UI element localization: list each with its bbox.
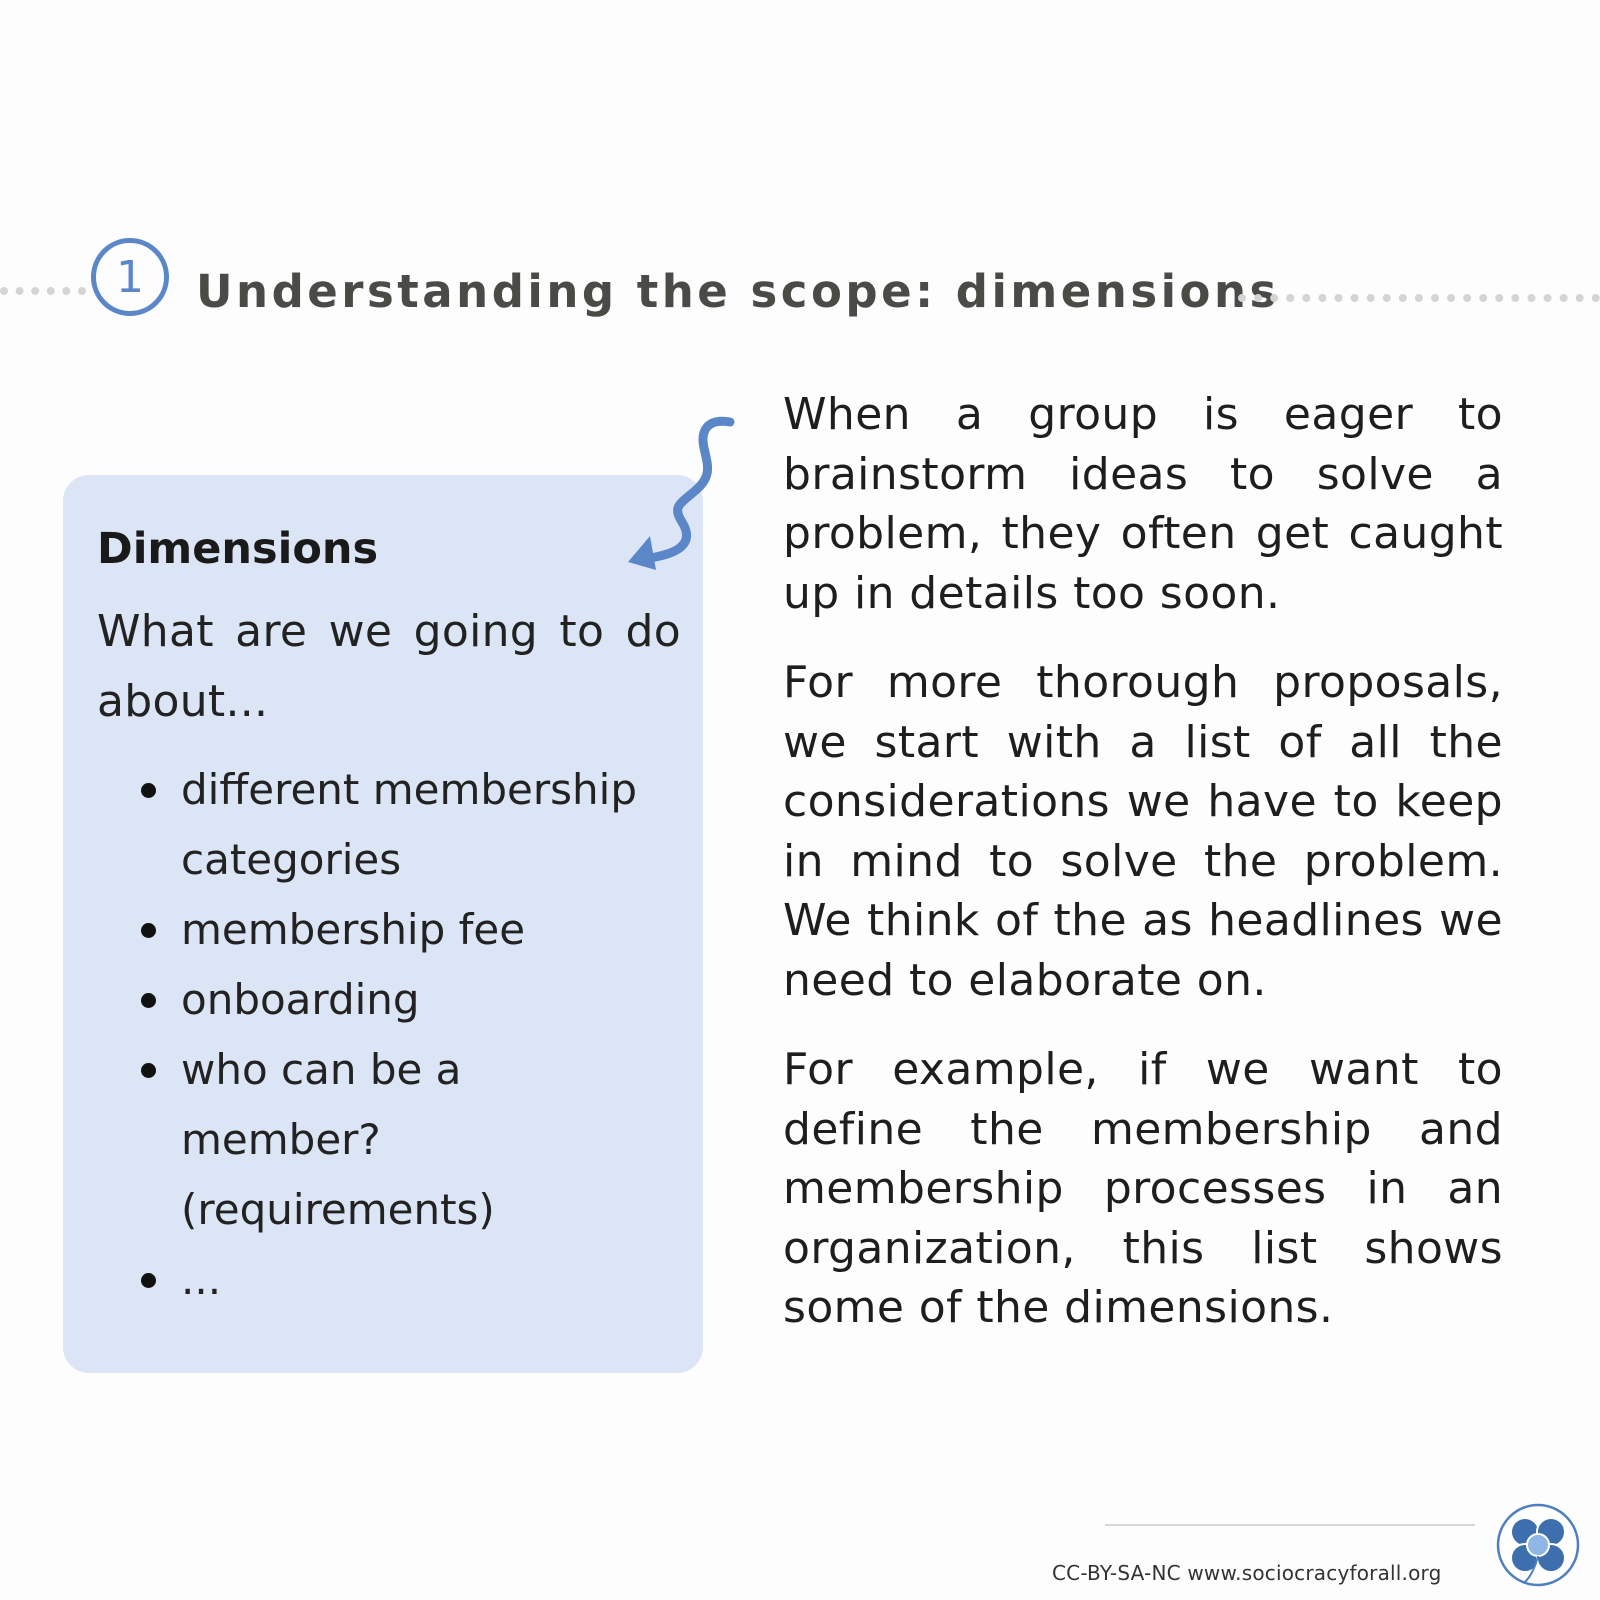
paragraph: For example, if we want to define the me…: [783, 1044, 1503, 1333]
bullet-icon: [141, 783, 156, 798]
list-item: membership fee: [97, 895, 681, 965]
squiggle-arrow-icon: [628, 416, 735, 570]
dotted-line-right: [1238, 294, 1600, 302]
bullet-icon: [141, 993, 156, 1008]
list-item-text: different membership categories: [181, 765, 637, 884]
list-item-text: onboarding: [181, 975, 420, 1024]
sociocracy-for-all-logo: [1496, 1503, 1580, 1587]
paragraph: For more thorough proposals, we start wi…: [783, 657, 1503, 1006]
step-number-badge: 1: [91, 238, 169, 316]
dotted-line-left: [0, 287, 86, 295]
list-item: onboarding: [97, 965, 681, 1035]
bullet-icon: [141, 1063, 156, 1078]
page-title: Understanding the scope: dimensions: [196, 265, 1280, 318]
footer-credit: CC-BY-SA-NC www.sociocracyforall.org: [1052, 1561, 1442, 1585]
list-item-text: who can be a member? (requirements): [181, 1045, 495, 1234]
list-item-text: membership fee: [181, 905, 526, 954]
dimensions-list: different membership categories membersh…: [97, 755, 681, 1315]
list-item: ...: [97, 1245, 681, 1315]
card-title: Dimensions: [97, 524, 379, 574]
list-item: different membership categories: [97, 755, 681, 895]
paragraph: When a group is eager to brainstorm idea…: [783, 389, 1503, 619]
card-question: What are we going to do about...: [97, 606, 681, 727]
body-text: When a group is eager to brainstorm idea…: [783, 385, 1503, 1368]
bullet-icon: [141, 1273, 156, 1288]
list-item-text: ...: [181, 1255, 222, 1304]
list-item: who can be a member? (requirements): [97, 1035, 681, 1245]
footer-divider: [1105, 1524, 1475, 1526]
dimensions-card: Dimensions What are we going to do about…: [63, 475, 703, 1373]
bullet-icon: [141, 923, 156, 938]
